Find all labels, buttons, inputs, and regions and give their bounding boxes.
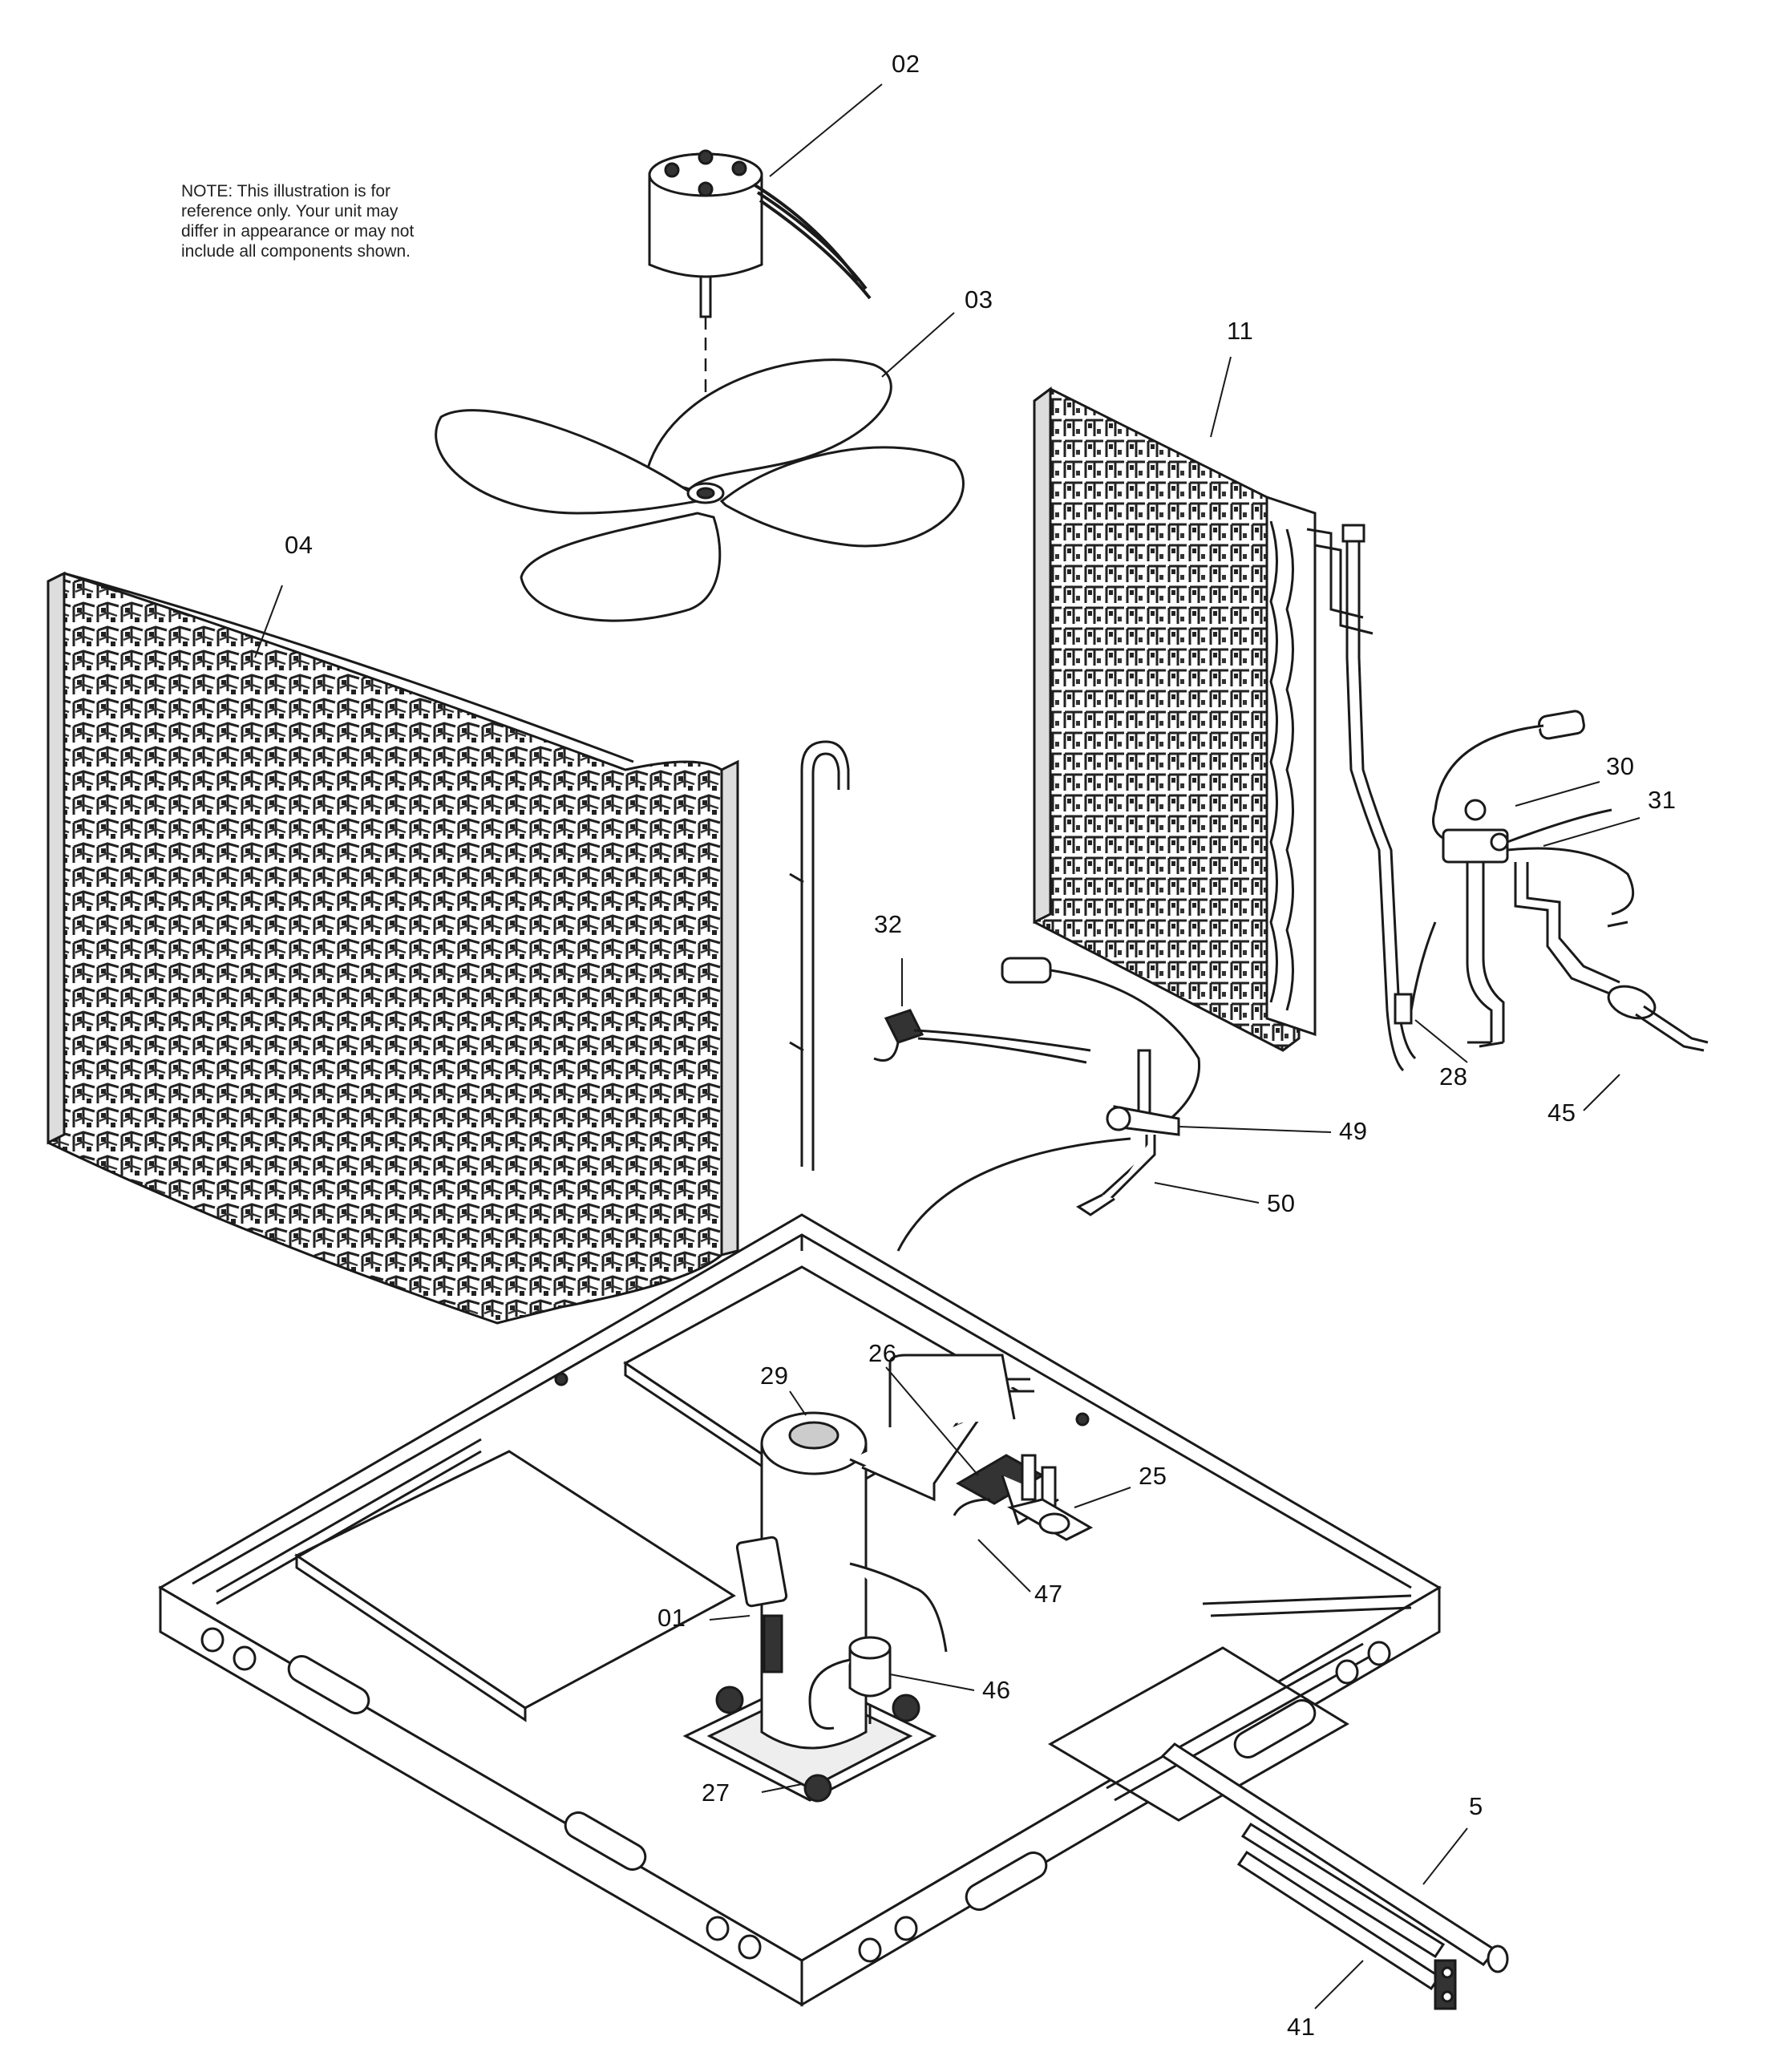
leader-5 xyxy=(1422,1827,1468,1885)
refrigerant-line xyxy=(1341,524,1437,1072)
callout-29: 29 xyxy=(760,1362,789,1390)
fan-motor xyxy=(648,149,872,489)
support-rod xyxy=(789,740,850,1171)
note-line-1: NOTE: This illustration is for xyxy=(181,182,391,200)
leader-50 xyxy=(1154,1182,1260,1204)
pressure-switch xyxy=(873,1009,1091,1064)
callout-5: 5 xyxy=(1469,1792,1483,1820)
callout-27: 27 xyxy=(702,1779,730,1807)
sensor-assembly xyxy=(1432,710,1635,1048)
leader-02 xyxy=(769,83,883,177)
callout-03: 03 xyxy=(965,285,993,314)
callout-28: 28 xyxy=(1439,1062,1468,1091)
note-line-4: include all components shown. xyxy=(181,242,411,261)
callout-49: 49 xyxy=(1339,1117,1368,1145)
leader-45 xyxy=(1583,1074,1620,1111)
callout-26: 26 xyxy=(868,1339,897,1367)
fan-blade xyxy=(435,358,965,622)
note-line-2: reference only. Your unit may xyxy=(181,202,398,221)
callout-02: 02 xyxy=(892,50,920,78)
note-line-3: differ in appearance or may not xyxy=(181,222,415,241)
callout-46: 46 xyxy=(982,1676,1011,1704)
leader-04 xyxy=(254,585,283,658)
callout-11: 11 xyxy=(1227,317,1254,345)
leader-29 xyxy=(789,1390,807,1416)
callout-01: 01 xyxy=(657,1604,686,1632)
filter-drier xyxy=(1607,985,1709,1052)
leader-47 xyxy=(977,1539,1031,1592)
callout-31: 31 xyxy=(1648,786,1677,814)
service-valve xyxy=(896,957,1201,1252)
callout-50: 50 xyxy=(1267,1189,1296,1217)
leader-31 xyxy=(1543,817,1641,847)
callout-45: 45 xyxy=(1547,1099,1576,1127)
callout-32: 32 xyxy=(874,910,903,938)
leader-03 xyxy=(881,312,955,378)
accumulator xyxy=(808,1636,892,1730)
callout-30: 30 xyxy=(1606,752,1635,780)
leader-25 xyxy=(1074,1487,1131,1508)
leader-01 xyxy=(709,1615,750,1621)
leader-41 xyxy=(1314,1960,1364,2009)
leader-30 xyxy=(1515,781,1600,807)
callout-41: 41 xyxy=(1287,2013,1316,2041)
leader-11 xyxy=(1210,356,1232,438)
callout-47: 47 xyxy=(1034,1580,1063,1608)
leader-28 xyxy=(1414,1019,1468,1063)
evaporator-coil xyxy=(1033,386,1374,1052)
leader-49 xyxy=(1178,1126,1332,1133)
leader-27 xyxy=(761,1783,803,1793)
leader-26 xyxy=(885,1366,979,1476)
condenser-coil xyxy=(47,571,739,1325)
line-set xyxy=(1160,1742,1509,2010)
reversing-valve-26 xyxy=(953,1454,1094,1541)
callout-04: 04 xyxy=(285,531,314,559)
callout-25: 25 xyxy=(1139,1462,1167,1490)
reference-note: NOTE: This illustration is for reference… xyxy=(181,181,518,261)
leader-46 xyxy=(889,1673,975,1691)
